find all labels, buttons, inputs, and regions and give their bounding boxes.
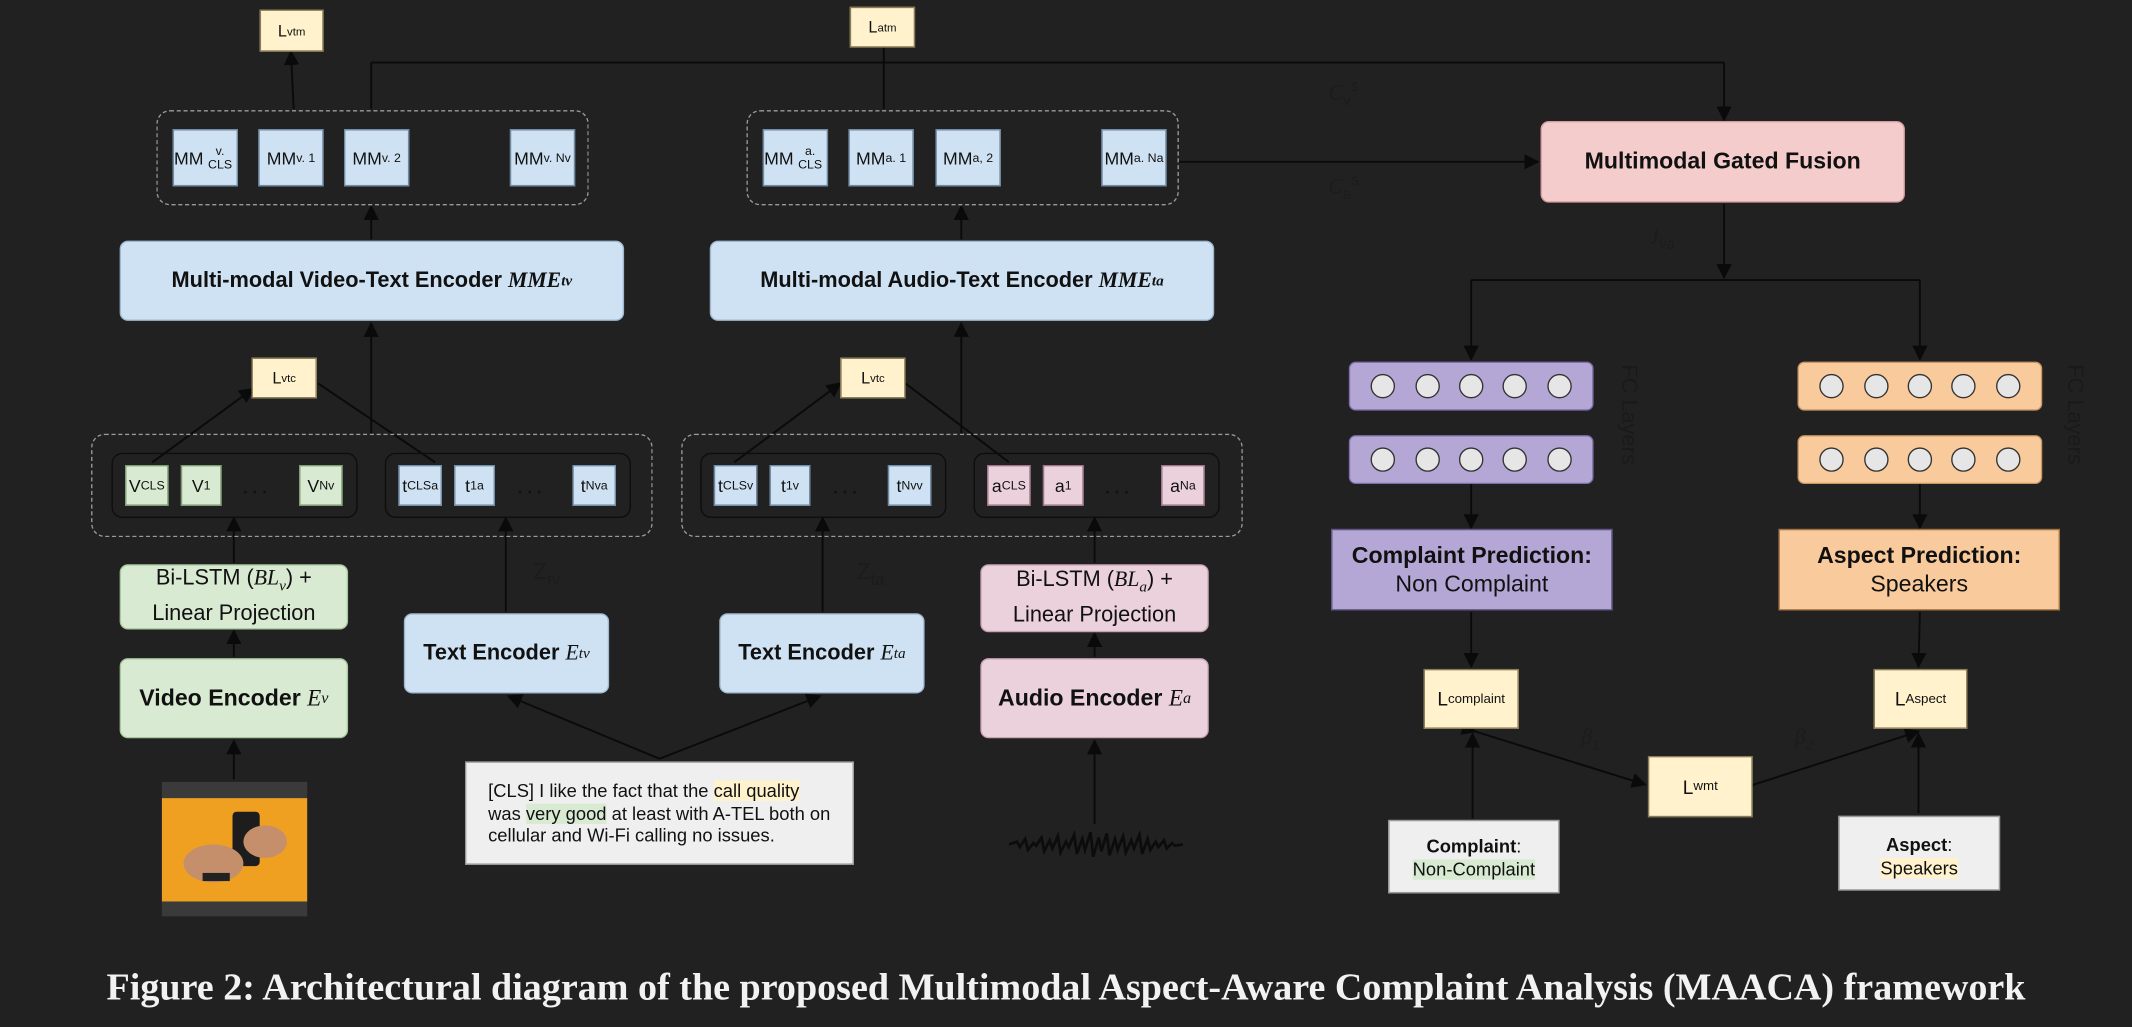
beta-1-label: β1 (1581, 726, 1600, 754)
video-text-token-area (91, 433, 653, 538)
fc-layer-complaint-2 (1348, 435, 1594, 485)
fc-layers-label-complaint: FC Layers (1616, 364, 1640, 465)
beta-2-label: β2 (1794, 726, 1814, 754)
ellipsis: ... (516, 471, 546, 500)
fc-layer-aspect-1 (1797, 361, 2043, 411)
fc-layers-label-aspect: FC Layers (2062, 364, 2086, 465)
mm-video-group (156, 110, 589, 206)
text-token-group-video (384, 452, 631, 519)
text-token-group-audio (700, 452, 947, 519)
aspect-prediction: Aspect Prediction: Speakers (1778, 528, 2060, 611)
video-frame-image (161, 781, 308, 917)
z-tv-label: Ztv (532, 558, 560, 590)
ca-label: Cas (1328, 172, 1360, 204)
multimodal-gated-fusion: Multimodal Gated Fusion (1540, 121, 1905, 203)
fc-layer-complaint-1 (1348, 361, 1594, 411)
complaint-ground-truth: Complaint: Non-Complaint (1388, 819, 1560, 894)
audio-text-token-area (681, 433, 1243, 538)
fc-layer-aspect-2 (1797, 435, 2043, 485)
text-input-note: [CLS] I like the fact that the call qual… (465, 761, 854, 865)
z-ta-label: Zta (856, 558, 885, 590)
jva-label: Jva (1649, 225, 1676, 254)
ellipsis: ... (832, 471, 861, 500)
cv-label: Cvs (1328, 78, 1359, 110)
figure-caption: Figure 2: Architectural diagram of the p… (106, 966, 2026, 1009)
bilstm-audio: Bi-LSTM (BLa) + Linear Projection (980, 564, 1209, 633)
audio-token-group (973, 452, 1220, 519)
audio-waveform (1008, 829, 1183, 858)
aspect-ground-truth: Aspect: Speakers (1838, 815, 2001, 891)
ellipsis: ... (242, 471, 271, 500)
bilstm-video: Bi-LSTM (BLv) + Linear Projection (119, 564, 349, 630)
complaint-prediction: Complaint Prediction: Non Complaint (1331, 528, 1613, 611)
mm-audio-group (746, 110, 1179, 206)
ellipsis: ... (1104, 471, 1133, 500)
video-input-thumbnail (161, 781, 308, 917)
video-token-group (111, 452, 358, 519)
